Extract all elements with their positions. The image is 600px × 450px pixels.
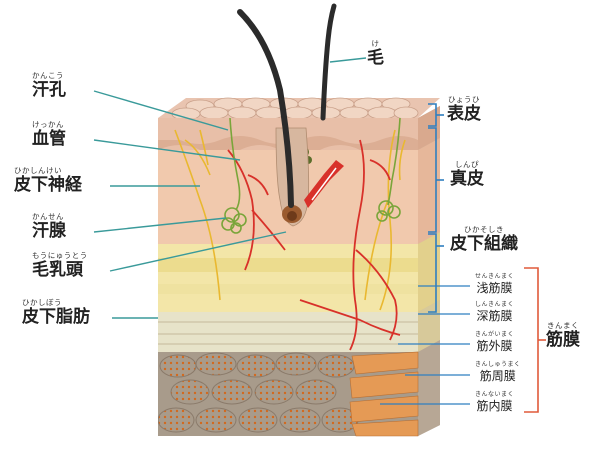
label-sweat-gland: かんせん 汗腺 [32,213,66,240]
label-epidermis-text: 表皮 [447,103,481,124]
subcutis-layer [158,244,418,312]
block-side-face [418,106,440,436]
label-sweat-gland-ruby: かんせん [32,212,64,221]
blood-vessels [227,139,401,351]
label-hair-ruby: け [371,39,380,48]
label-endomysium-ruby: きんないまく [475,391,515,398]
label-blood-vessel: けっかん 血管 [32,121,66,148]
fascia-bracket [524,267,546,413]
label-sweat-pore-ruby: かんこう [32,71,64,80]
label-subcutaneous-fat-text: 皮下脂肪 [22,306,90,327]
label-epidermis: ひょうひ 表皮 [447,96,481,123]
label-blood-vessel-text: 血管 [32,128,66,149]
fascia-leaders [380,285,470,405]
epidermis-top-surface [158,97,440,121]
label-subcutaneous-tissue-ruby: ひかそしき [464,225,504,234]
label-superficial-fascia: せんきんまく 浅筋膜 [475,273,515,295]
layer-brackets [428,103,444,313]
label-subcutaneous-nerve: ひかしんけい 皮下神経 [14,167,82,194]
label-dermis: しんぴ 真皮 [450,161,484,188]
label-perimysium: きんしゅうまく 筋周膜 [475,361,521,383]
label-epimysium: きんがいまく 筋外膜 [475,331,515,353]
label-superficial-fascia-text: 浅筋膜 [476,281,513,295]
label-dermal-papilla-ruby: もうにゅうとう [32,251,88,260]
sweat-gland-right [376,117,401,222]
label-subcutaneous-fat-ruby: ひかしぼう [22,298,62,307]
label-subcutaneous-nerve-text: 皮下神経 [14,174,82,195]
sweat-gland-left [221,117,247,234]
label-dermis-ruby: しんぴ [455,160,479,169]
muscle-fibers [158,352,359,433]
label-deep-fascia-ruby: しんきんまく [475,301,515,308]
label-dermal-papilla-text: 毛乳頭 [32,259,83,280]
label-sweat-pore: かんこう 汗孔 [32,72,66,99]
label-blood-vessel-ruby: けっかん [32,120,64,129]
label-superficial-fascia-ruby: せんきんまく [475,273,515,280]
label-subcutaneous-tissue: ひかそしき 皮下組織 [450,226,518,253]
subcutaneous-nerves [174,129,406,311]
label-endomysium: きんないまく 筋内膜 [475,391,515,413]
label-hair-text: 毛 [367,47,384,68]
label-dermal-papilla: もうにゅうとう 毛乳頭 [32,252,88,279]
label-sweat-pore-text: 汗孔 [32,79,66,100]
fascia-layer [158,312,418,352]
label-perimysium-text: 筋周膜 [479,369,516,383]
label-deep-fascia-text: 深筋膜 [476,309,513,323]
arrector-pili-muscle [304,160,344,208]
label-subcutaneous-nerve-ruby: ひかしんけい [14,166,62,175]
label-subcutaneous-tissue-text: 皮下組織 [450,233,518,254]
label-endomysium-text: 筋内膜 [476,399,513,413]
label-epimysium-ruby: きんがいまく [475,331,515,338]
label-dermis-text: 真皮 [450,168,484,189]
label-deep-fascia: しんきんまく 深筋膜 [475,301,515,323]
label-epidermis-ruby: ひょうひ [448,95,480,104]
label-hair: け 毛 [367,40,384,67]
label-subcutaneous-fat: ひかしぼう 皮下脂肪 [22,299,90,326]
label-fascia-group-ruby: きんまく [547,321,579,330]
hair-shafts [237,3,337,208]
leader-lines [93,57,367,319]
label-fascia-group: きんまく 筋膜 [546,322,580,349]
label-perimysium-ruby: きんしゅうまく [475,361,521,368]
label-epimysium-text: 筋外膜 [476,339,513,353]
label-fascia-group-text: 筋膜 [546,329,580,350]
muscle-longitudinal [349,351,419,437]
label-sweat-gland-text: 汗腺 [32,220,66,241]
